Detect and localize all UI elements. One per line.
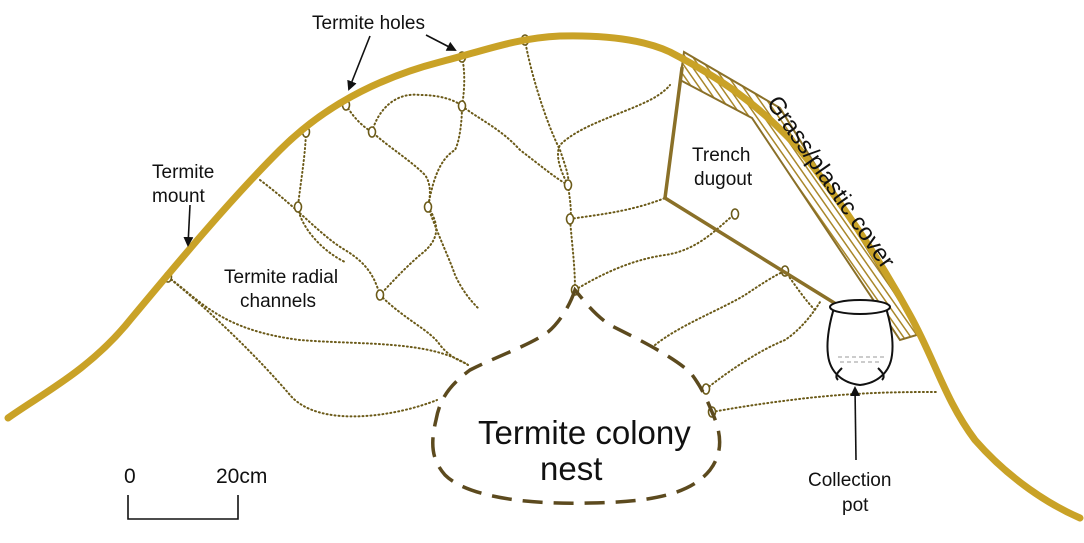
scale-start-label: 0 [124,465,136,488]
trench-dugout [663,66,838,306]
channel-node [293,201,303,213]
arrow-termite-holes-left [347,35,371,91]
label-termite-mount-line1: Termite [152,162,214,183]
label-trench-line2: dugout [694,169,753,190]
channel-node [565,213,575,225]
scale-bar: 0 20cm [124,465,267,520]
label-nest-line2: nest [540,450,602,487]
grass-plastic-cover [678,50,922,342]
label-radial-channels-line1: Termite radial [224,267,338,288]
label-collection-pot-line1: Collection [808,470,891,491]
label-radial-channels-line2: channels [240,291,316,312]
label-trench-line1: Trench [692,145,750,166]
channel-node [367,126,377,138]
label-nest-line1: Termite colony [478,414,691,451]
radial-channels [167,39,939,418]
arrow-termite-holes-right [425,34,457,51]
collection-pot [826,299,894,387]
label-grass-plastic-cover: Grass/plastic cover [761,91,900,274]
channel-nodes [163,34,790,418]
label-collection-pot-line2: pot [842,495,869,516]
arrow-collection-pot [850,386,861,461]
channel-node [457,100,467,112]
scale-end-label: 20cm [216,465,267,488]
channel-node [701,383,711,395]
channel-node [423,201,433,213]
channel-node [375,289,385,301]
channel-node [730,208,740,220]
termite-colony-nest-outline [431,286,722,505]
channel-node [563,179,573,191]
label-termite-holes: Termite holes [312,13,425,34]
arrow-termite-mount [183,204,194,247]
label-termite-mount-line2: mount [152,186,206,207]
pointer-arrows [183,34,861,461]
